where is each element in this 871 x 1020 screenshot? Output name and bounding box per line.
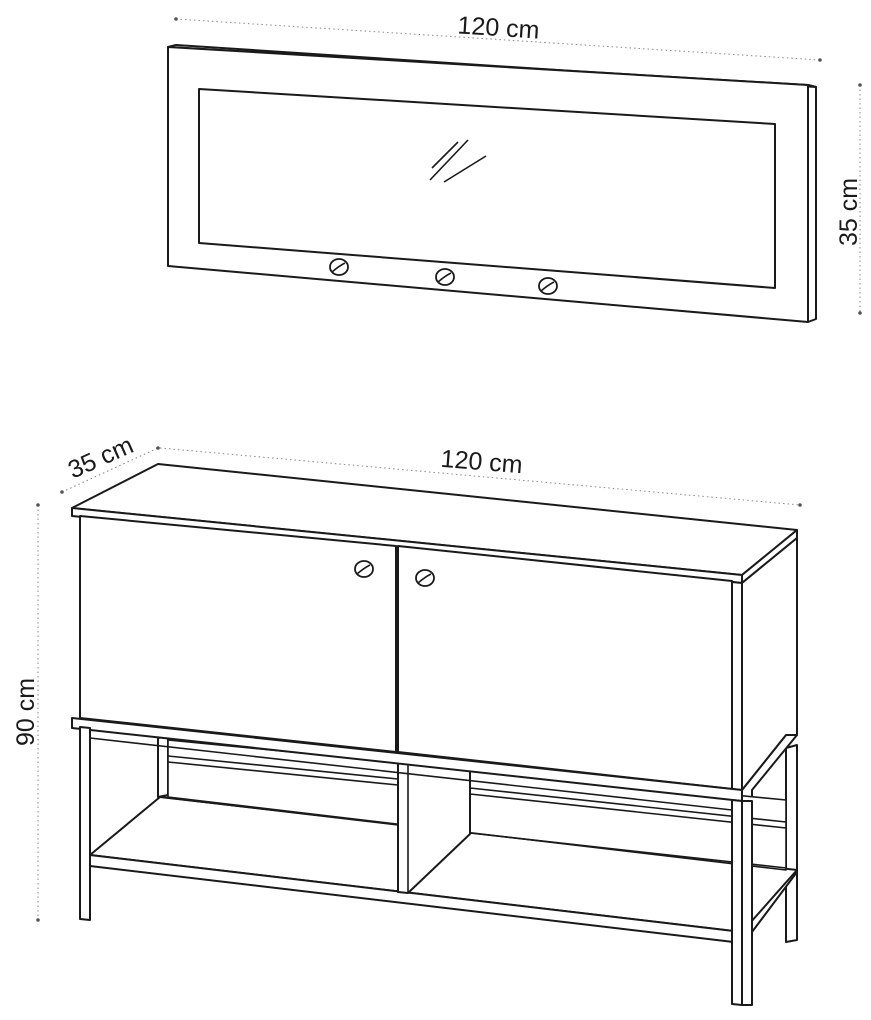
cabinet-lower-shelf-back-line <box>159 796 399 826</box>
cabinet-back-rail <box>167 761 399 786</box>
cabinet-height-dimension-end <box>36 918 40 922</box>
cabinet-back-rail <box>167 755 399 780</box>
cabinet-side-panel <box>731 581 743 791</box>
cabinet-depth-label: 35 cm <box>64 431 138 484</box>
mirror-frame-side <box>807 84 817 323</box>
mirror-hook-shadow <box>437 272 452 283</box>
cabinet-leg-front-right <box>731 799 743 1006</box>
mirror-height-label: 35 cm <box>835 178 863 246</box>
door-knob-left-shadow <box>356 564 371 575</box>
mirror-width-dimension-end <box>174 17 178 21</box>
cabinet-height-label: 90 cm <box>12 678 40 746</box>
glass-reflection-line <box>431 141 459 169</box>
cabinet-depth-dimension-end <box>156 446 160 450</box>
cabinet-height-dimension-end <box>36 503 40 507</box>
mirror-width-label: 120 cm <box>457 11 541 44</box>
wall-mirror: 120 cm 35 cm <box>167 11 863 323</box>
cabinet-width-label: 120 cm <box>440 445 524 479</box>
cabinet-side-panel-depth <box>741 537 798 791</box>
door-knob-right-shadow <box>417 573 432 584</box>
mirror-hook-shadow <box>540 281 555 292</box>
cabinet-leg-front-right-side <box>741 800 753 1006</box>
glass-reflection-line <box>443 155 487 183</box>
cabinet-leg-back-right <box>785 744 798 943</box>
cabinet-door-right <box>397 545 733 790</box>
cabinet-front-rail <box>89 737 733 811</box>
mirror-height-dimension-end <box>858 83 862 87</box>
mirror-width-dimension-end <box>818 58 822 62</box>
mirror-glass <box>198 88 776 289</box>
mirror-height-dimension-end <box>858 311 862 315</box>
sideboard-cabinet: 35 cm 120 cm 90 cm <box>12 431 802 1006</box>
mirror-hook-shadow <box>331 262 346 273</box>
cabinet-door-left <box>79 515 397 753</box>
glass-reflection-line <box>429 139 469 181</box>
cabinet-depth-dimension-end <box>60 490 64 494</box>
cabinet-width-dimension-end <box>798 503 802 507</box>
cabinet-leg-front-left <box>79 726 91 921</box>
